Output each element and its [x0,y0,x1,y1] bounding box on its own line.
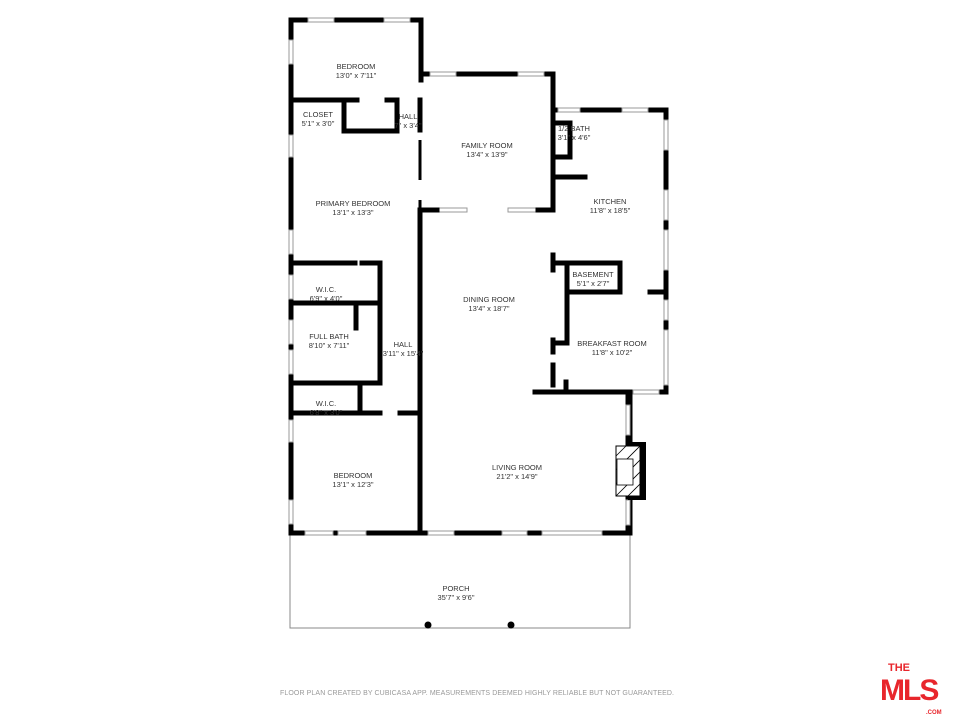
room-name: FAMILY ROOM [461,141,512,150]
room-size: 13'1" x 12'3" [332,480,373,489]
windows [288,17,669,536]
room-size: 13'1" x 13'3" [332,208,373,217]
room-size: 11'8" x 18'5" [590,206,631,215]
room-name: FULL BATH [309,332,349,341]
room-size: 5'1" x 2'7" [577,279,610,288]
room-name: W.I.C. [316,399,336,408]
room-name: HALL [399,112,418,121]
room-size: 35'7" x 9'6" [438,593,475,602]
room-size: 13'0" x 7'11" [336,71,377,80]
room-name: W.I.C. [316,285,336,294]
room-size: 5'1" x 3'0" [302,119,335,128]
porch-column [424,621,432,629]
room-name: BEDROOM [337,62,376,71]
room-size: 13'4" x 18'7" [468,304,509,313]
room-name: HALL [394,340,413,349]
logo-text-top: THE [888,662,910,674]
room-name: BEDROOM [334,471,373,480]
room-size: 6'9" x 4'0" [310,294,343,303]
room-name: BREAKFAST ROOM [577,339,646,348]
room-name: DINING ROOM [463,295,515,304]
room-size: 3'11" x 15'4" [383,349,424,358]
logo-text-sub: .COM [926,710,942,716]
room-labels: BEDROOM 13'0" x 7'11" CLOSET 5'1" x 3'0"… [302,62,647,602]
room-size: 8'10" x 7'11" [309,341,350,350]
mls-logo: THE MLS .COM [880,662,942,716]
room-name: LIVING ROOM [492,463,542,472]
porch-column [507,621,515,629]
fireplace-icon [615,442,646,500]
room-name: BASEMENT [572,270,614,279]
interior-walls [288,97,669,536]
room-name: CLOSET [303,110,333,119]
logo-text-main: MLS [880,674,938,707]
room-name: PORCH [442,584,469,593]
room-size: 3'1" x 4'6" [558,133,591,142]
room-size: 11'8" x 10'2" [592,348,633,357]
room-size: 6'8" x 3'0" [310,408,343,417]
room-size: 13'4" x 13'9" [466,150,507,159]
room-size: 7" x 3'4" [394,121,422,130]
room-name: PRIMARY BEDROOM [316,199,391,208]
room-name: KITCHEN [594,197,627,206]
disclaimer-footer: FLOOR PLAN CREATED BY CUBICASA APP. MEAS… [280,690,675,697]
room-name: 1/2 BATH [558,124,590,133]
porch-outline [289,532,631,629]
room-size: 21'2" x 14'9" [496,472,537,481]
